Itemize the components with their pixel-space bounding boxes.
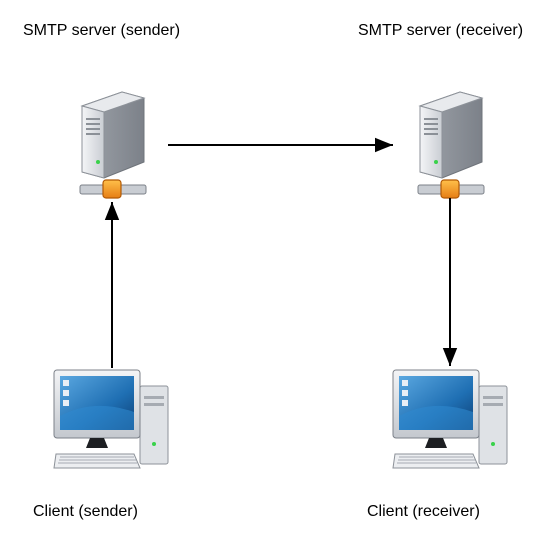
server-tower-icon — [418, 91, 484, 179]
label-client-sender: Client (sender) — [33, 503, 138, 520]
server-receiver — [417, 91, 485, 199]
client-receiver — [392, 369, 508, 469]
label-client-receiver: Client (receiver) — [367, 503, 480, 520]
network-connector-icon — [417, 179, 485, 199]
label-smtp-server-sender: SMTP server (sender) — [23, 22, 181, 39]
server-sender — [79, 91, 147, 199]
desktop-computer-icon — [53, 369, 169, 469]
client-sender — [53, 369, 169, 469]
label-smtp-server-receiver: SMTP server (receiver) — [358, 22, 524, 39]
server-tower-icon — [80, 91, 146, 179]
desktop-computer-icon — [392, 369, 508, 469]
network-connector-icon — [79, 179, 147, 199]
